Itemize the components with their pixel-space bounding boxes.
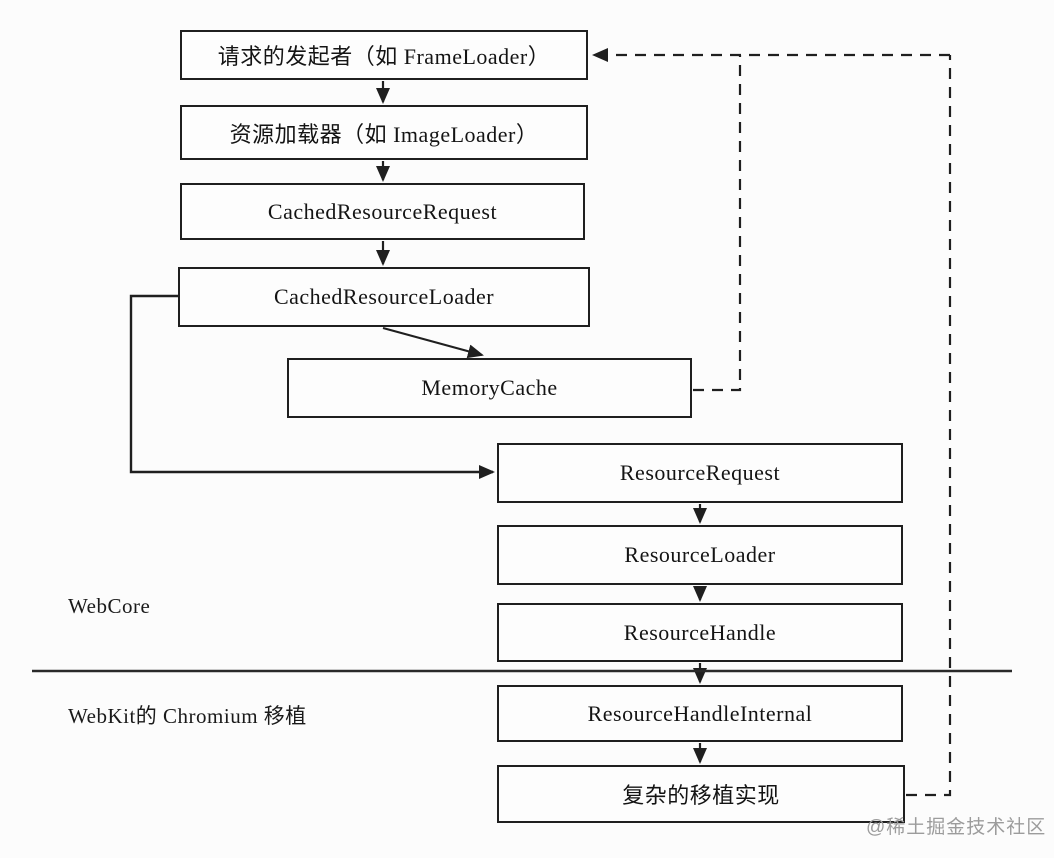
node-port-implementation: 复杂的移植实现 — [497, 765, 905, 823]
section-label-webcore: WebCore — [68, 594, 151, 618]
node-resource-request: ResourceRequest — [497, 443, 903, 503]
node-resource-handle: ResourceHandle — [497, 603, 903, 662]
node-resource-handle-internal: ResourceHandleInternal — [497, 685, 903, 742]
arrow-cachedloader-to-memorycache — [382, 326, 484, 359]
section-label-chromium-port: WebKit的 Chromium 移植 — [68, 704, 307, 728]
node-cached-resource-request: CachedResourceRequest — [180, 183, 585, 240]
node-cached-resource-loader: CachedResourceLoader — [178, 267, 590, 327]
node-resource-loader-cn: 资源加载器（如 ImageLoader） — [180, 105, 588, 160]
node-resource-loader: ResourceLoader — [497, 525, 903, 585]
dashed-memorycache-feedback — [693, 55, 742, 392]
node-memory-cache: MemoryCache — [287, 358, 692, 418]
dashed-portimpl-feedback — [906, 55, 952, 797]
node-request-initiator: 请求的发起者（如 FrameLoader） — [180, 30, 588, 80]
watermark-text: @稀土掘金技术社区 — [866, 817, 1047, 838]
